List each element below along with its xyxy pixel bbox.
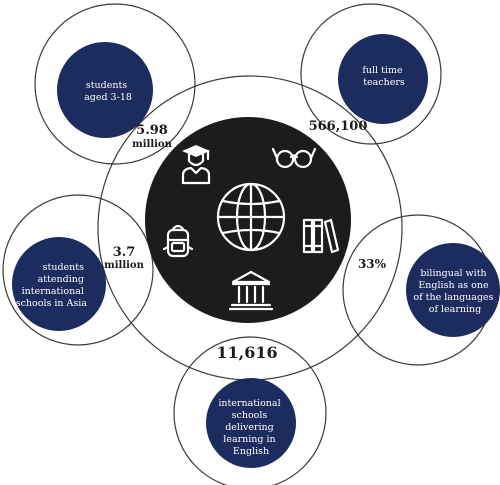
stat-asia-value: 3.7 [113,245,136,260]
stat-teachers-value: 566,100 [309,119,368,134]
core-circle [145,117,351,323]
disc-asia [12,237,106,331]
stat-students-value: 5.98 [136,123,168,138]
label-schools: international schools delivering learnin… [218,398,283,457]
ring-teachers [300,3,442,145]
globe-icon [216,182,286,252]
stat-bilingual-value: 33% [358,257,387,271]
books-icon [302,218,340,254]
glasses-icon [271,147,317,169]
disc-students [57,42,153,138]
disc-bilingual [406,243,500,337]
label-students: students aged 3-18 [84,80,132,103]
backpack-icon [162,224,194,258]
graduate-icon [181,145,211,185]
label-bilingual: bilingual with English as one of the lan… [413,268,496,315]
stat-asia-unit: million [104,260,144,271]
stat-schools-value: 11,616 [216,343,277,362]
ring-students [34,3,196,165]
disc-teachers [338,34,428,124]
label-asia: students attending international schools… [16,262,88,309]
ring-asia [2,194,154,346]
label-teachers: full time teachers [362,65,405,88]
school-building-icon [228,270,274,311]
ring-schools [173,336,327,485]
disc-schools [206,378,296,468]
stat-students-unit: million [132,139,172,150]
